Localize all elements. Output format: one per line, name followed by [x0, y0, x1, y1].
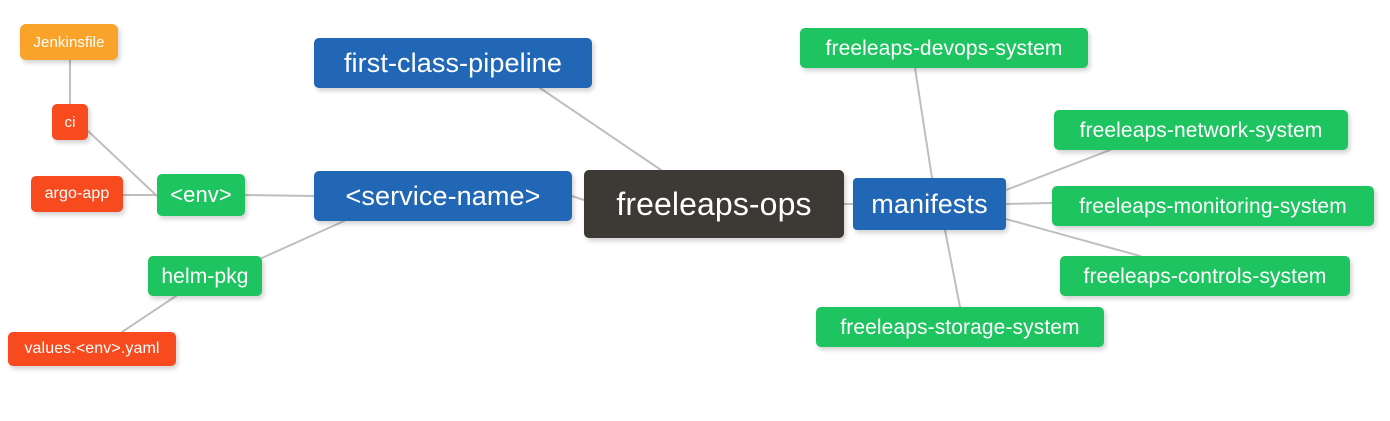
edge-first-class-pipeline-to-freeleaps-ops — [539, 87, 662, 171]
node-label-freeleaps-devops-system: freeleaps-devops-system — [825, 36, 1063, 60]
edge-manifests-to-freeleaps-network-system — [1005, 149, 1111, 191]
node-manifests[interactable]: manifests — [853, 178, 1006, 230]
node-freeleaps-storage-system[interactable]: freeleaps-storage-system — [816, 307, 1104, 347]
node-values-yaml[interactable]: values.<env>.yaml — [8, 332, 176, 366]
edge-service-name-to-freeleaps-ops — [571, 195, 585, 201]
node-label-freeleaps-controls-system: freeleaps-controls-system — [1083, 264, 1327, 288]
node-label-first-class-pipeline: first-class-pipeline — [343, 47, 563, 78]
node-label-helm-pkg: helm-pkg — [161, 264, 249, 288]
node-jenkinsfile[interactable]: Jenkinsfile — [20, 24, 118, 60]
edge-values-yaml-to-helm-pkg — [121, 295, 177, 333]
edge-helm-pkg-to-service-name — [261, 220, 345, 259]
node-freeleaps-ops[interactable]: freeleaps-ops — [584, 170, 844, 238]
edge-manifests-to-freeleaps-devops-system — [914, 67, 933, 179]
node-freeleaps-devops-system[interactable]: freeleaps-devops-system — [800, 28, 1088, 68]
node-label-values-yaml: values.<env>.yaml — [24, 340, 160, 357]
node-label-service-name: <service-name> — [345, 180, 541, 211]
node-label-freeleaps-storage-system: freeleaps-storage-system — [840, 315, 1080, 339]
node-helm-pkg[interactable]: helm-pkg — [148, 256, 262, 296]
node-label-env: <env> — [170, 182, 232, 207]
node-label-manifests: manifests — [871, 188, 988, 219]
edge-manifests-to-freeleaps-monitoring-system — [1005, 202, 1053, 205]
edge-env-to-service-name — [244, 194, 315, 197]
node-freeleaps-network-system[interactable]: freeleaps-network-system — [1054, 110, 1348, 150]
node-first-class-pipeline[interactable]: first-class-pipeline — [314, 38, 592, 88]
node-argo-app[interactable]: argo-app — [31, 176, 123, 212]
node-label-ci: ci — [64, 113, 76, 131]
node-label-jenkinsfile: Jenkinsfile — [33, 33, 105, 51]
node-label-argo-app: argo-app — [44, 185, 110, 202]
node-service-name[interactable]: <service-name> — [314, 171, 572, 221]
node-label-freeleaps-monitoring-system: freeleaps-monitoring-system — [1079, 194, 1347, 218]
node-label-freeleaps-network-system: freeleaps-network-system — [1079, 118, 1323, 142]
node-freeleaps-monitoring-system[interactable]: freeleaps-monitoring-system — [1052, 186, 1374, 226]
node-env[interactable]: <env> — [157, 174, 245, 216]
node-ci[interactable]: ci — [52, 104, 88, 140]
edge-manifests-to-freeleaps-storage-system — [944, 229, 961, 308]
node-freeleaps-controls-system[interactable]: freeleaps-controls-system — [1060, 256, 1350, 296]
node-label-freeleaps-ops: freeleaps-ops — [616, 186, 812, 222]
